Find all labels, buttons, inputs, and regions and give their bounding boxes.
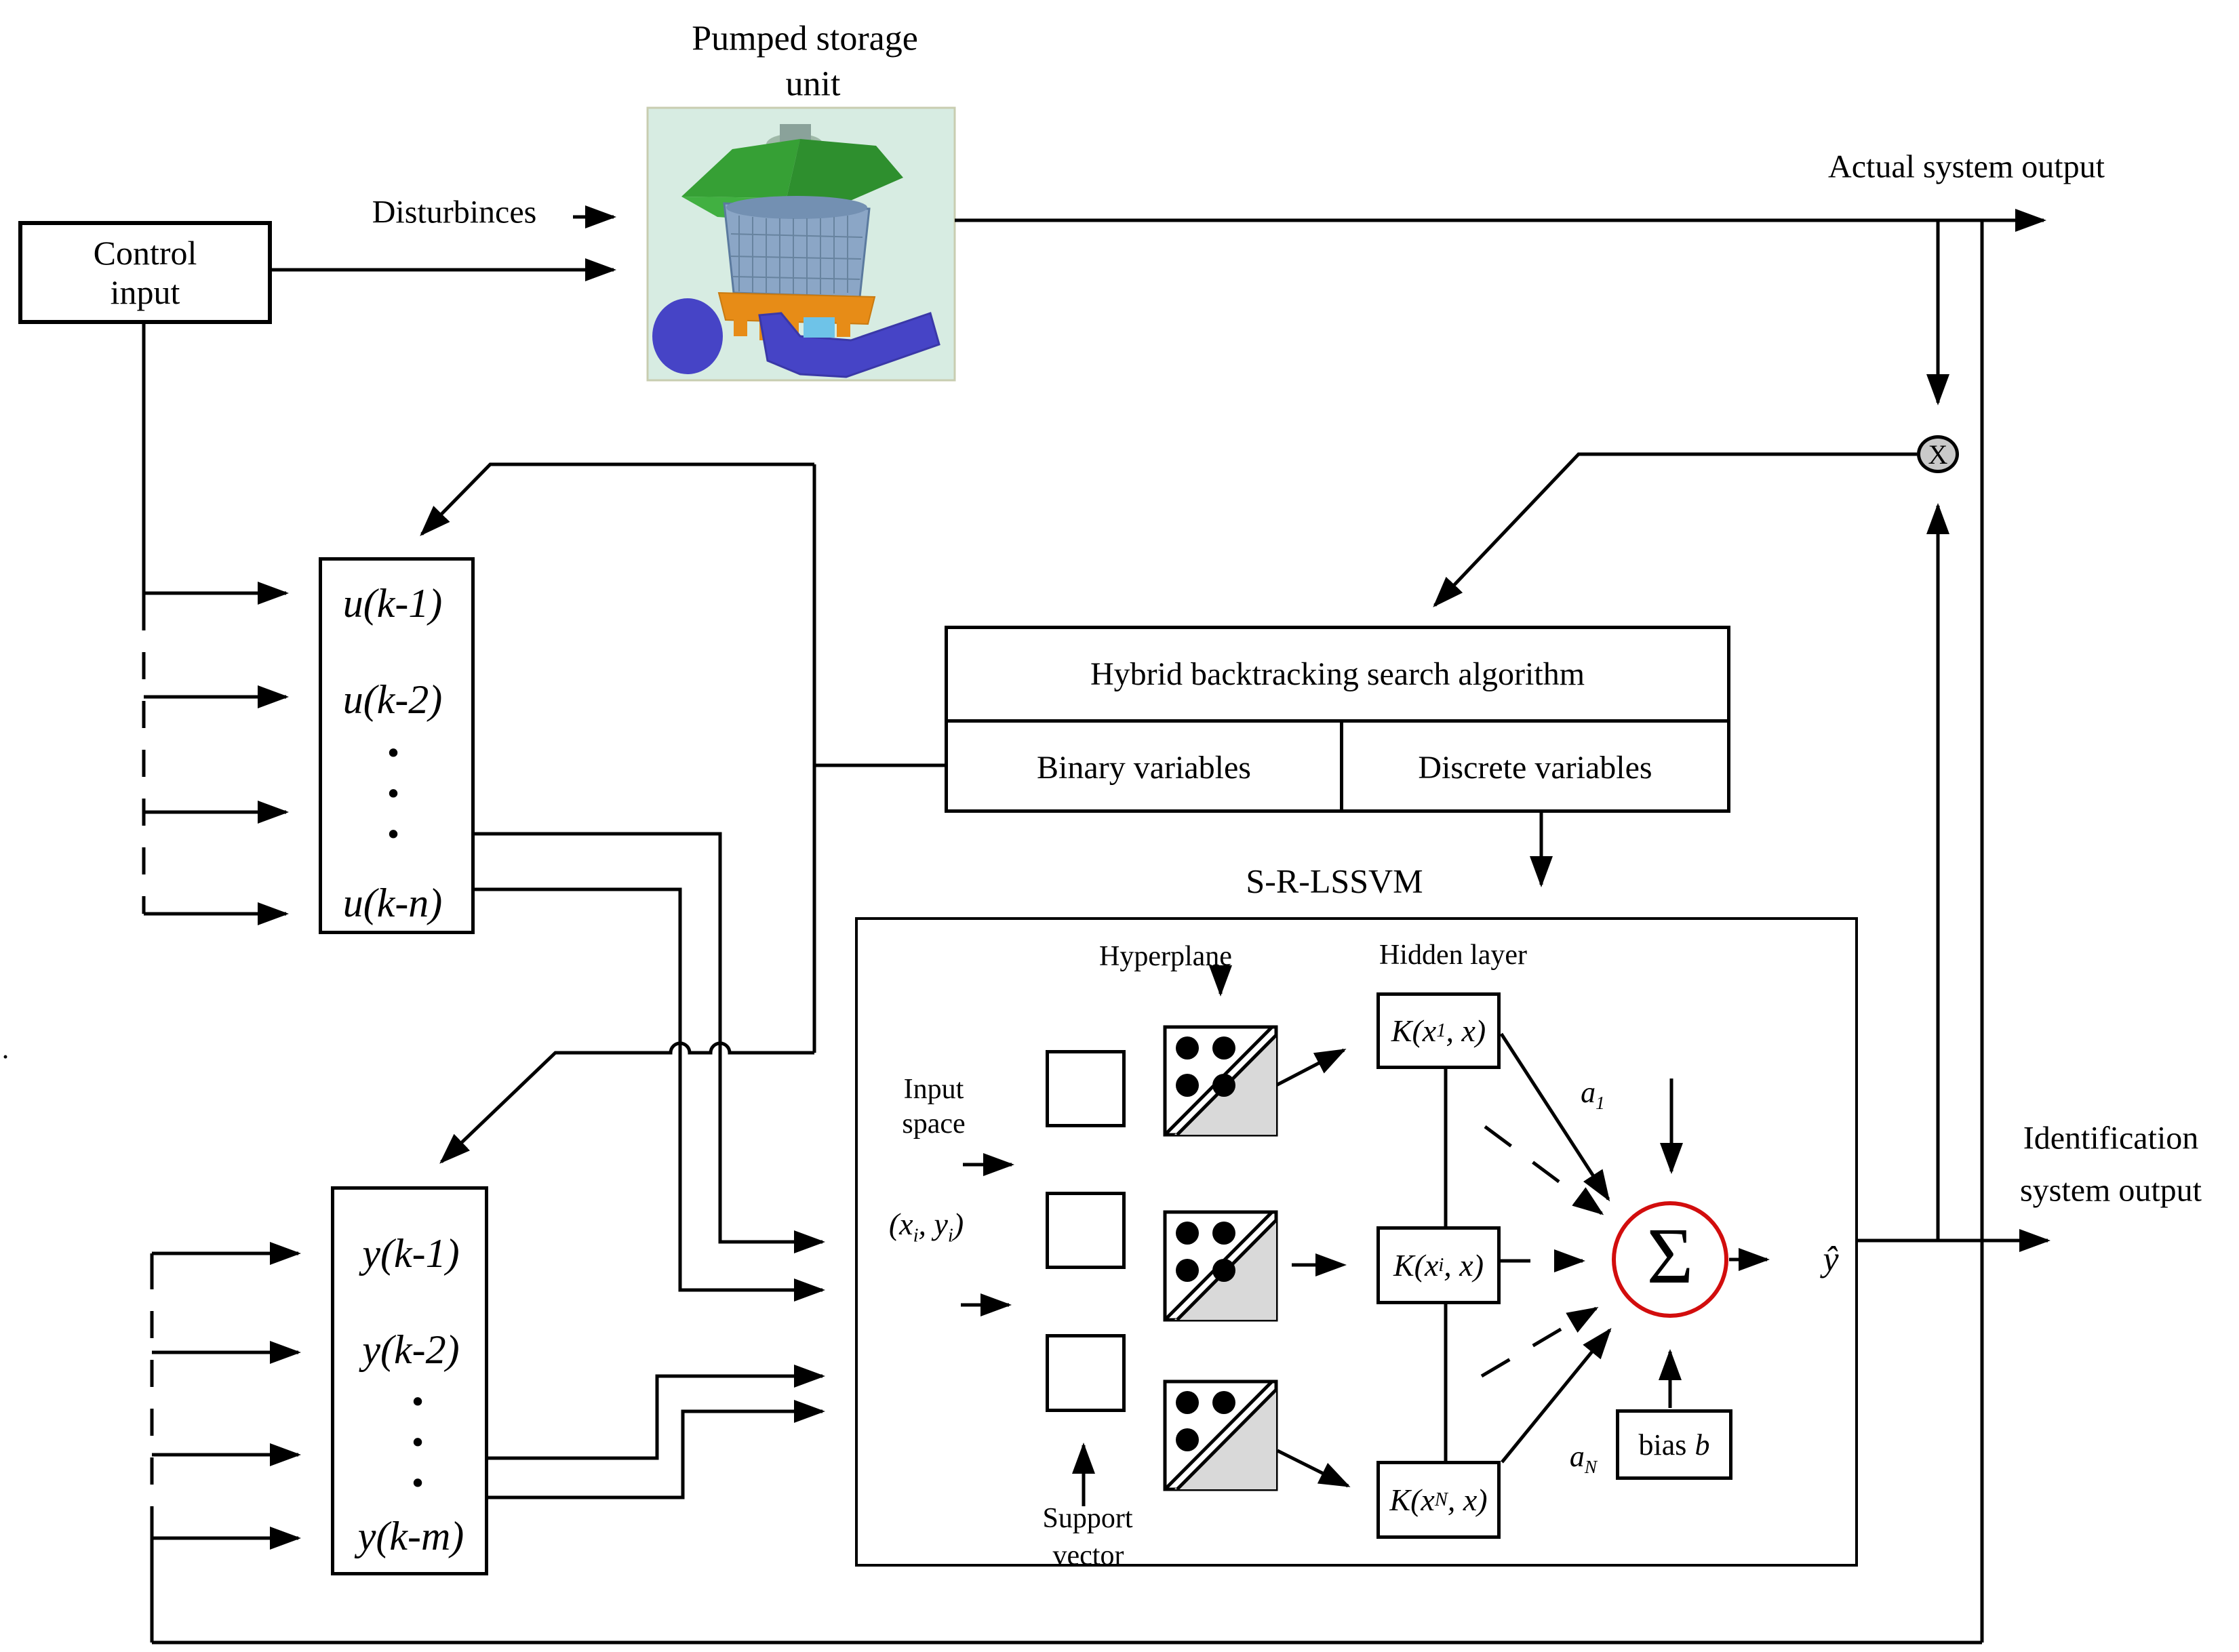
hp3-to-kn-arrow (1276, 1449, 1351, 1488)
hybrid-backtracking-box: Hybrid backtracking search algorithm Bin… (945, 626, 1730, 813)
stray-mark: . (1, 1033, 9, 1065)
aN-weight-label: aN (1569, 1440, 1598, 1477)
y-row-2: y(k-2) (362, 1327, 460, 1372)
y-delay-block (331, 1186, 488, 1575)
comparator-to-hbsa-path (1433, 452, 1917, 607)
sample-pair-label: (xi, yi) (888, 1207, 964, 1247)
hbsa-binary-variables-cell: Binary variables (948, 723, 1343, 813)
binary-to-u-block-path (420, 462, 814, 536)
comparator-symbol: X (1928, 439, 1948, 470)
hyperplane-icon-3 (1163, 1379, 1278, 1491)
u-out-2 (475, 887, 825, 1302)
y-out-1 (488, 1365, 825, 1460)
u-row-2: u(k-2) (342, 677, 443, 722)
turbine-draft-tube (758, 312, 940, 378)
y-row-m: y(k-m) (357, 1514, 464, 1558)
aN-weight-line (1501, 1327, 1612, 1464)
input-space-label-line2: space (902, 1108, 966, 1140)
a1-weight-label: a1 (1581, 1076, 1605, 1113)
bias-variable: b (1695, 1428, 1710, 1462)
hbsa-title: Hybrid backtracking search algorithm (948, 629, 1727, 723)
u-delay-block (319, 557, 475, 934)
a1-weight-line (1499, 1032, 1610, 1202)
identification-output-label-line2: system output (2019, 1172, 2202, 1209)
control-input-label-line1: Control (93, 234, 197, 272)
y-out-2 (488, 1400, 825, 1499)
hyperplane-label: Hyperplane (1099, 940, 1232, 972)
input-space-label-line1: Input (903, 1073, 964, 1105)
control-input-label-line2: input (110, 273, 180, 311)
hyperplane-icons (1163, 1025, 1278, 1491)
turbine-pipe-left (652, 298, 723, 374)
srlssvm-box (855, 917, 1858, 1567)
input-space-square-3 (1046, 1334, 1126, 1412)
hidden-layer-label: Hidden layer (1379, 939, 1528, 971)
dashed-weight-lower (1480, 1306, 1599, 1378)
bias-label: bias (1638, 1428, 1687, 1462)
dashed-weight-upper (1484, 1125, 1604, 1215)
u-row-n: u(k-n) (342, 881, 443, 925)
y-row-1: y(k-1) (362, 1231, 460, 1276)
y-hat-label: ŷ (1823, 1240, 1839, 1279)
control-input-box: Control input (18, 221, 272, 324)
binary-to-y-block-path (439, 1041, 814, 1164)
y-vertical-dots: • • • (412, 1384, 424, 1499)
input-space-square-2 (1046, 1192, 1126, 1269)
turbine-ring (717, 291, 876, 325)
hyperplane-icon-1 (1163, 1025, 1278, 1137)
hbsa-discrete-variables-cell: Discrete variables (1418, 750, 1652, 786)
disturbance-label: Disturbinces (372, 194, 537, 230)
u-vertical-dots: • • • (387, 735, 399, 851)
u-row-1: u(k-1) (342, 581, 443, 626)
sum-node: Σ (1612, 1201, 1728, 1318)
input-space-square-1 (1046, 1050, 1126, 1127)
plant-title-line2: unit (785, 64, 841, 104)
sigma-symbol: Σ (1646, 1211, 1694, 1300)
plant-title-line1: Pumped storage (692, 19, 918, 58)
turbine-illustration (646, 106, 956, 382)
identification-output-label-line1: Identification (2023, 1120, 2199, 1156)
actual-output-label: Actual system output (1828, 148, 2105, 185)
comparator-node: X (1917, 435, 1959, 473)
hyperplane-icon-2 (1163, 1210, 1278, 1322)
bias-box: bias b (1616, 1409, 1732, 1480)
support-vector-label-line1: Support (1042, 1502, 1133, 1534)
u-out-1 (475, 832, 825, 1253)
support-vector-label-line2: vector (1052, 1539, 1124, 1571)
model-name-label: S-R-LSSVM (1246, 862, 1423, 900)
hp1-to-k1-arrow (1275, 1048, 1347, 1087)
